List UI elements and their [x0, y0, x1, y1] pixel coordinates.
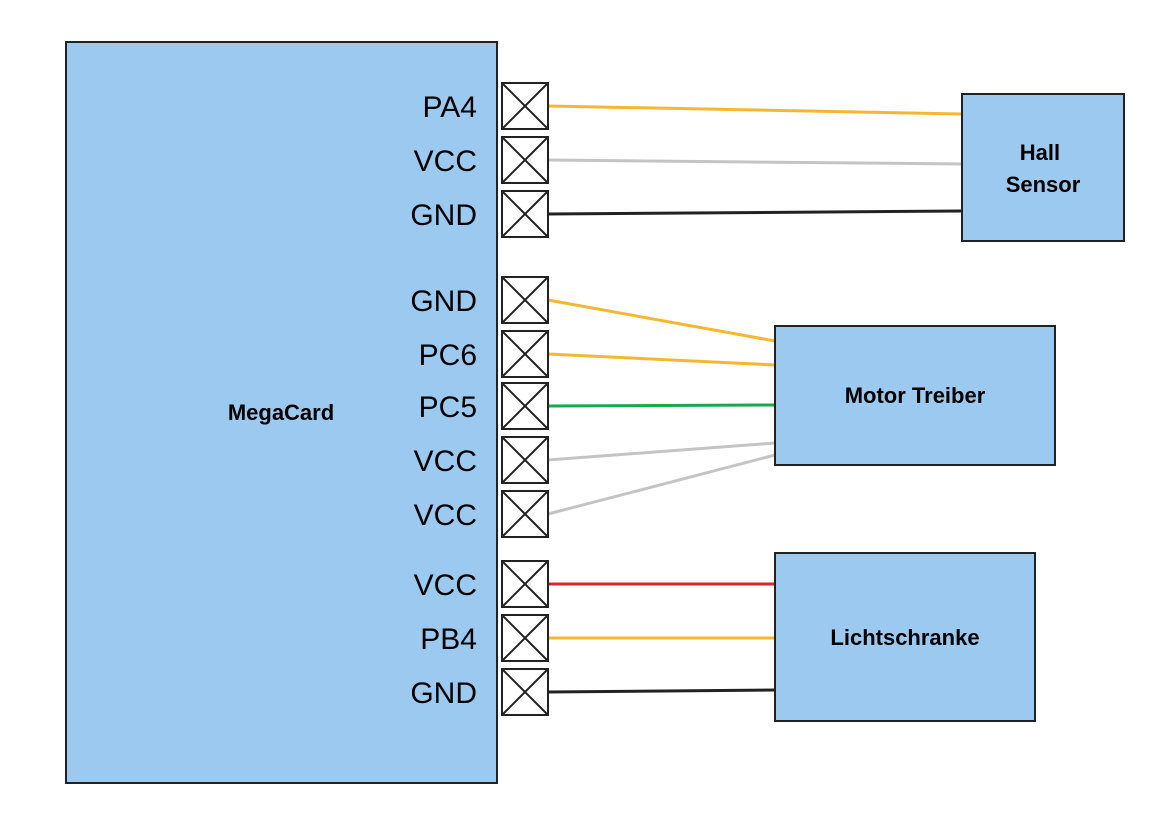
- pin-cross-line: [501, 190, 549, 238]
- wire-7-to-motor-treiber: [547, 453, 776, 516]
- wire-10-to-lichtschranke: [547, 688, 776, 694]
- pin-connector-5[interactable]: [501, 382, 549, 430]
- lichtschranke-box[interactable]: [774, 552, 1036, 722]
- pin-cross-line: [501, 136, 549, 184]
- pin-cross-line: [501, 276, 549, 324]
- pin-connector-10[interactable]: [501, 668, 549, 716]
- hall-sensor-label-line2: Sensor: [1006, 172, 1081, 197]
- wire-3-to-motor-treiber: [547, 298, 776, 343]
- pin-connector-6[interactable]: [501, 436, 549, 484]
- wires-layer: [547, 104, 963, 694]
- lichtschranke-label: Lichtschranke: [830, 625, 979, 650]
- pin-label-vcc: VCC: [414, 145, 477, 178]
- pin-label-vcc: VCC: [414, 499, 477, 532]
- pin-cross-line: [501, 614, 549, 662]
- megacard-label: MegaCard: [228, 400, 334, 425]
- pin-cross-line: [501, 330, 549, 378]
- pin-label-gnd: GND: [410, 199, 477, 232]
- wire-5-to-motor-treiber: [547, 403, 776, 408]
- pin-connector-4[interactable]: [501, 330, 549, 378]
- pin-connector-7[interactable]: [501, 490, 549, 538]
- pin-label-vcc: VCC: [414, 569, 477, 602]
- pin-label-gnd: GND: [410, 677, 477, 710]
- pin-connector-1[interactable]: [501, 136, 549, 184]
- motor-treiber-label: Motor Treiber: [845, 383, 986, 408]
- pin-cross-line: [501, 382, 549, 430]
- motor-treiber-box[interactable]: [774, 325, 1056, 466]
- pin-label-pa4: PA4: [423, 91, 477, 124]
- wire-4-to-motor-treiber: [547, 352, 776, 367]
- pin-connector-2[interactable]: [501, 190, 549, 238]
- pin-connector-9[interactable]: [501, 614, 549, 662]
- wire-2-to-hall-sensor: [547, 209, 963, 216]
- pin-connector-0[interactable]: [501, 82, 549, 130]
- pin-cross-line: [501, 82, 549, 130]
- pin-cross-line: [501, 436, 549, 484]
- hall-sensor-label: Hall Sensor: [1006, 140, 1081, 197]
- pin-connector-3[interactable]: [501, 276, 549, 324]
- pin-label-gnd: GND: [410, 285, 477, 318]
- hall-sensor-box[interactable]: [961, 93, 1125, 242]
- pin-label-vcc: VCC: [414, 445, 477, 478]
- wire-6-to-motor-treiber: [547, 441, 776, 462]
- pin-connector-8[interactable]: [501, 560, 549, 608]
- wire-1-to-hall-sensor: [547, 158, 963, 166]
- pin-label-pb4: PB4: [420, 623, 477, 656]
- pin-cross-line: [501, 560, 549, 608]
- pin-cross-line: [501, 490, 549, 538]
- pin-cross-line: [501, 668, 549, 716]
- pin-label-pc6: PC6: [419, 339, 477, 372]
- megacard-box[interactable]: [65, 41, 498, 784]
- pin-label-pc5: PC5: [419, 391, 477, 424]
- hall-sensor-label-line1: Hall: [1020, 140, 1060, 165]
- wire-0-to-hall-sensor: [547, 104, 963, 116]
